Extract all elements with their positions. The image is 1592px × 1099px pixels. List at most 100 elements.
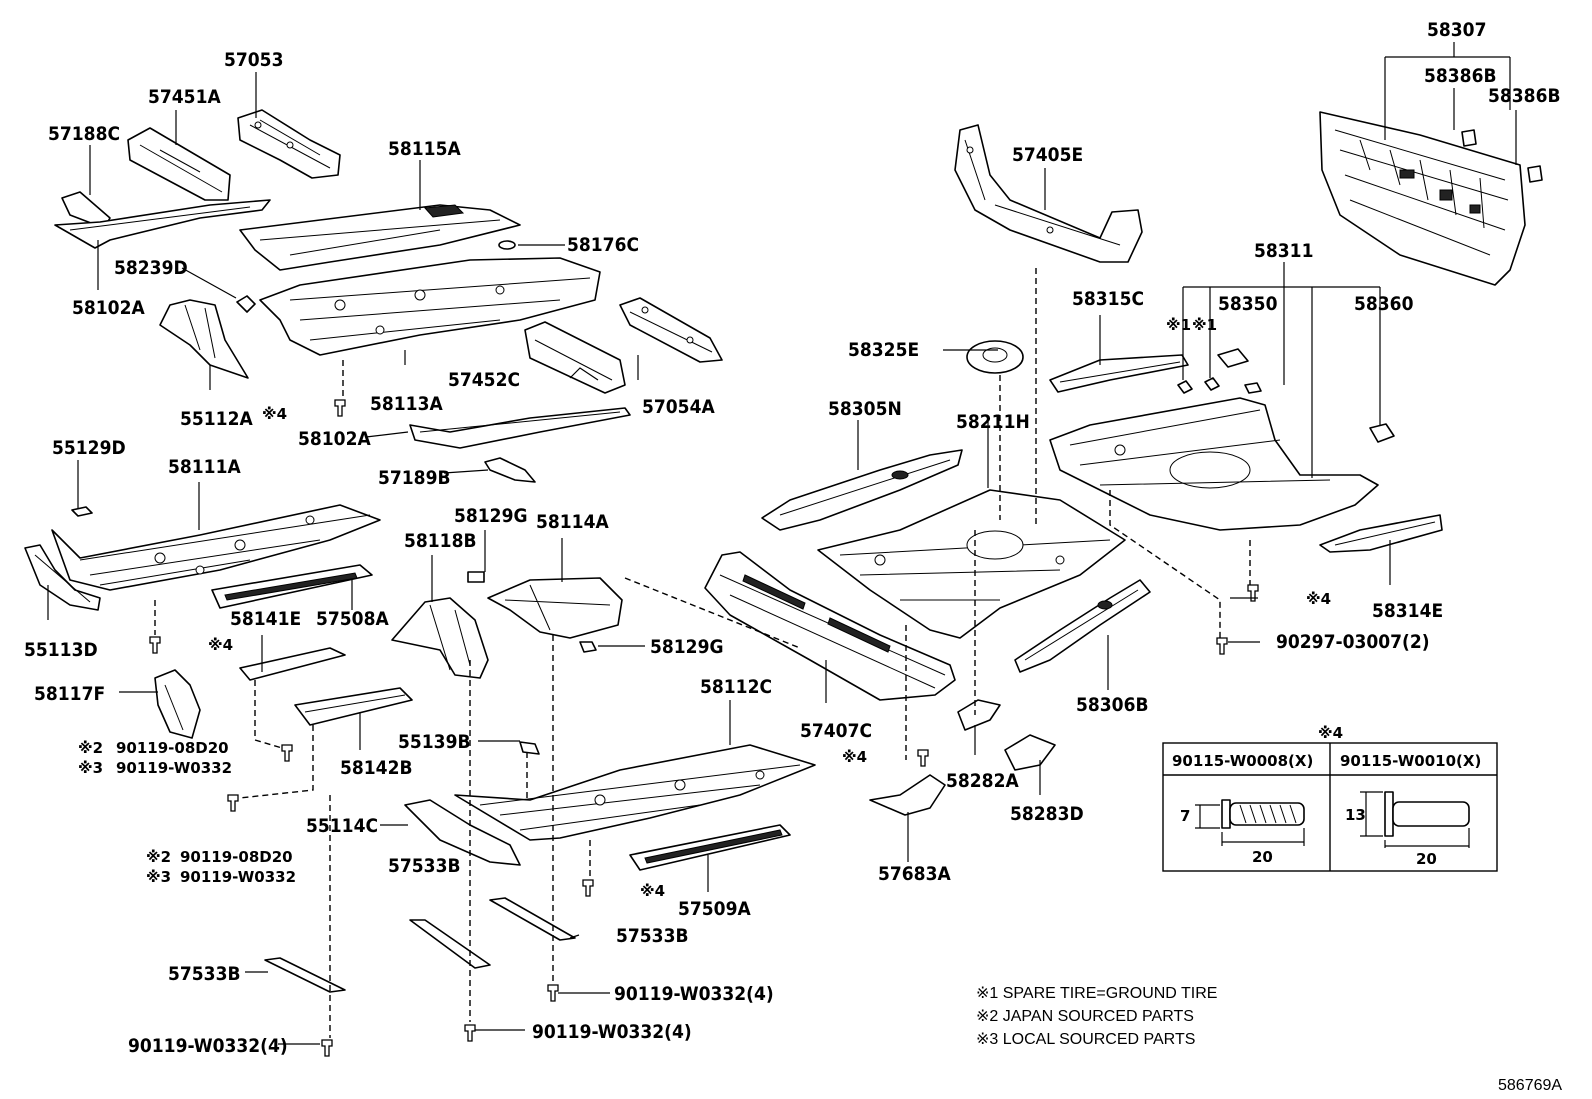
part-55129D: [71, 506, 93, 517]
leader-lines: [47, 42, 1517, 1045]
bolt2-length-dim: 20: [1416, 850, 1437, 868]
note-japan-sourced: ※2 JAPAN SOURCED PARTS: [976, 1008, 1194, 1025]
clip-58386B-b: [1527, 165, 1543, 183]
part-58314E: [1319, 514, 1443, 553]
footnotes: ※1 SPARE TIRE=GROUND TIRE ※2 JAPAN SOURC…: [976, 985, 1217, 1048]
label-58111A: 58111A: [168, 456, 241, 478]
label-55139B: 55139B: [398, 731, 471, 753]
label-57683A: 57683A: [878, 863, 951, 885]
part-58102A-upper: [54, 199, 271, 249]
dashed-connection-lines: [154, 268, 1251, 1038]
part-57533B-b: [489, 897, 576, 941]
label-58325E: 58325E: [848, 339, 919, 361]
part-57405E: [954, 124, 1143, 263]
part-labels: 58307 58386B 58386B 57053 57451A 57188C …: [24, 19, 1561, 1057]
part-58129G-a: [467, 571, 485, 583]
label-57054A: 57054A: [642, 396, 715, 418]
part-58115A: [239, 204, 521, 271]
label-58305N: 58305N: [828, 398, 902, 420]
part-58129G-b: [579, 641, 597, 653]
label-mark1-a: ※1: [1166, 316, 1191, 334]
part-55139B: [519, 741, 540, 755]
label-58129G-a: 58129G: [454, 505, 528, 527]
part-57683A: [869, 774, 946, 816]
part-58118B: [391, 597, 489, 679]
part-58117F: [154, 669, 201, 739]
label-55113D: 55113D: [24, 639, 98, 661]
label-58283D: 58283D: [1010, 803, 1084, 825]
part-58311-spare-tire-pan: [1049, 397, 1379, 531]
part-58176C: [498, 240, 516, 250]
label-55112A: 55112A: [180, 408, 253, 430]
label-58314E: 58314E: [1372, 600, 1443, 622]
part-58239D: [236, 295, 256, 313]
label-58311: 58311: [1254, 240, 1313, 262]
label-57189B: 57189B: [378, 467, 451, 489]
part-58112C: [454, 744, 816, 841]
part-57452C: [524, 321, 626, 394]
part-58114A: [487, 577, 623, 639]
label-57533B-a: 57533B: [388, 855, 461, 877]
part-57508A: [211, 564, 373, 609]
label-57053: 57053: [224, 49, 283, 71]
label-mark4-e: ※4: [640, 882, 665, 900]
label-mark4-d: ※4: [842, 748, 867, 766]
label-90119-08D20-a: 90119-08D20: [116, 739, 229, 757]
part-57053: [237, 109, 341, 179]
label-58350: 58350: [1218, 293, 1278, 315]
label-mark4-c: ※4: [208, 636, 233, 654]
part-57533B-a: [409, 919, 491, 969]
bolt-icons: [149, 399, 1259, 1057]
part-58306B: [1014, 579, 1151, 673]
part-57189B: [484, 457, 536, 483]
label-90119-W0332-4-c: 90119-W0332(4): [128, 1035, 288, 1057]
label-57407C: 57407C: [800, 720, 872, 742]
label-57452C: 57452C: [448, 369, 520, 391]
clip-mark1-a: [1177, 380, 1193, 394]
part-55112A: [159, 299, 249, 379]
label-58141E: 58141E: [230, 608, 301, 630]
label-55114C: 55114C: [306, 815, 378, 837]
label-90119-W0332-a: 90119-W0332: [116, 759, 232, 777]
label-57451A: 57451A: [148, 86, 221, 108]
label-58115A: 58115A: [388, 138, 461, 160]
label-57533B-c: 57533B: [168, 963, 241, 985]
part-58141E: [239, 647, 346, 681]
label-58360: 58360: [1354, 293, 1414, 315]
part-58111A-front-floor: [51, 504, 381, 591]
label-mark3-b: ※3: [146, 868, 171, 886]
label-55129D: 55129D: [52, 437, 126, 459]
bolt1-length-dim: 20: [1252, 848, 1273, 866]
part-58305N: [761, 449, 963, 531]
label-58114A: 58114A: [536, 511, 609, 533]
bolt-spec-table: ※4 90115-W0008(X) 90115-W0010(X) 7 20 13…: [1162, 724, 1498, 872]
note-spare-tire: ※1 SPARE TIRE=GROUND TIRE: [976, 985, 1217, 1002]
label-mark4-b: ※4: [1306, 590, 1331, 608]
part-58211H-rear-floor: [817, 489, 1126, 639]
part-58325E: [966, 340, 1024, 374]
label-58118B: 58118B: [404, 530, 477, 552]
label-58113A: 58113A: [370, 393, 443, 415]
bolt1-height-dim: 7: [1180, 807, 1190, 825]
clip-58386B-a: [1461, 129, 1477, 147]
part-58360: [1369, 423, 1395, 443]
part-57054A: [619, 297, 723, 363]
note-local-sourced: ※3 LOCAL SOURCED PARTS: [976, 1031, 1195, 1048]
label-mark3-a: ※3: [78, 759, 103, 777]
label-58102A-upper: 58102A: [72, 297, 145, 319]
bolt-table-title: ※4: [1318, 724, 1343, 742]
label-57508A: 57508A: [316, 608, 389, 630]
label-57509A: 57509A: [678, 898, 751, 920]
label-58315C: 58315C: [1072, 288, 1144, 310]
bolt-table-col2-header: 90115-W0010(X): [1340, 752, 1481, 770]
label-mark4-a: ※4: [262, 405, 287, 423]
bolt-table-col1-header: 90115-W0008(X): [1172, 752, 1313, 770]
bolt-90115-W0008-drawing: 7 20: [1180, 799, 1305, 866]
label-58282A: 58282A: [946, 770, 1019, 792]
label-58112C: 58112C: [700, 676, 772, 698]
label-90119-W0332-b: 90119-W0332: [180, 868, 296, 886]
bolt2-height-dim: 13: [1345, 806, 1366, 824]
part-58142B: [294, 687, 413, 726]
label-58117F: 58117F: [34, 683, 105, 705]
part-57533B-c: [264, 957, 346, 993]
